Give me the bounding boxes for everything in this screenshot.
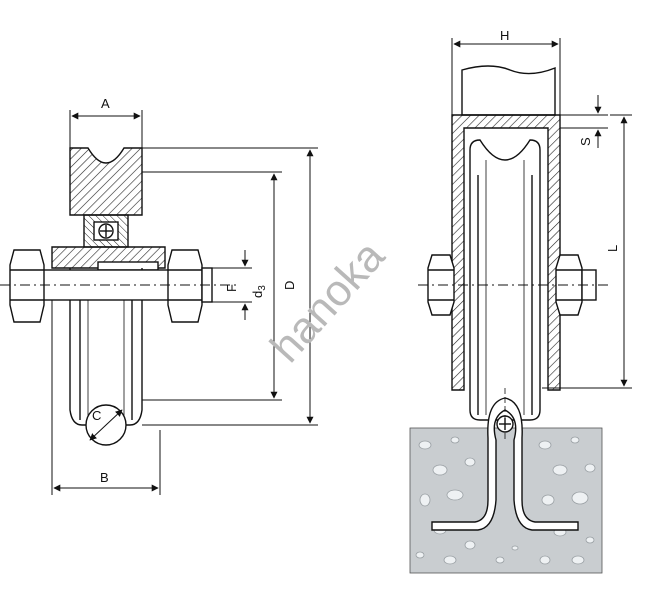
dim-label-b: B (100, 470, 109, 485)
wheel-top-hatched (69, 147, 143, 216)
dim-label-c: C (92, 408, 101, 423)
u-bracket (451, 114, 561, 391)
dim-label-h: H (500, 28, 509, 43)
watermark-text: hanoka (261, 231, 394, 371)
dim-label-f: F (224, 284, 239, 292)
dim-label-l: L (605, 245, 620, 252)
dim-label-d: D (282, 281, 297, 290)
left-nut (9, 249, 45, 323)
wheel-front (469, 139, 541, 421)
dim-label-s: S (578, 137, 593, 146)
right-dimensions (451, 38, 632, 389)
rail-profile (431, 397, 579, 531)
right-front-view (427, 65, 597, 531)
dim-label-a: A (101, 96, 110, 111)
left-dimensions (51, 110, 318, 495)
post (461, 65, 556, 116)
concrete-ground (409, 427, 603, 574)
dim-label-d3: d3 (250, 285, 268, 298)
right-nut (167, 249, 203, 323)
